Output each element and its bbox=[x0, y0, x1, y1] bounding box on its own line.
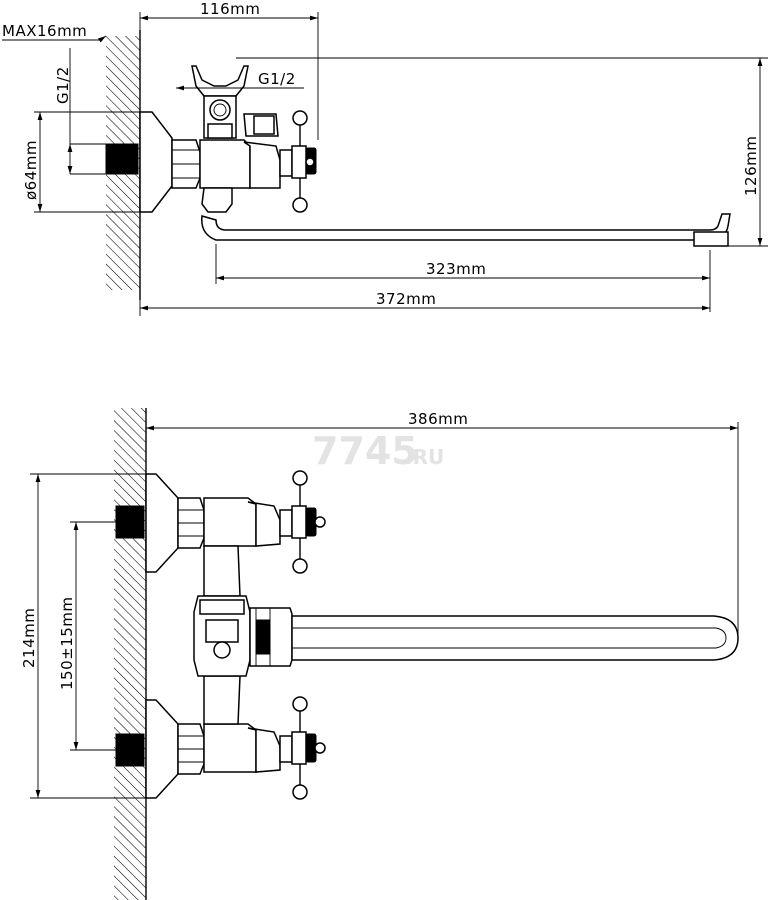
dim-max16-label: MAX16mm bbox=[2, 22, 87, 40]
flange-top bbox=[139, 111, 173, 213]
cross-handle-lower[interactable] bbox=[279, 696, 326, 800]
spout-top bbox=[201, 213, 731, 241]
mixer-body-top bbox=[199, 139, 251, 189]
dim-214-label: 214mm bbox=[20, 608, 38, 668]
cross-handle-top[interactable] bbox=[279, 110, 317, 213]
flange-upper bbox=[145, 473, 179, 573]
dim-g12-left-label: G1/2 bbox=[54, 66, 72, 104]
diverter-knob[interactable] bbox=[205, 619, 239, 643]
dim-126-label: 126mm bbox=[742, 136, 760, 196]
wall-inlet-lower bbox=[115, 733, 145, 767]
valve-bonnet-top bbox=[243, 141, 281, 189]
watermark-suffix: .RU bbox=[405, 445, 444, 469]
wall-inlet-top bbox=[105, 143, 139, 175]
dim-g12-right-label: G1/2 bbox=[258, 70, 296, 88]
valve-body-upper bbox=[203, 497, 257, 547]
dim-flange-label: ø64mm bbox=[22, 140, 40, 200]
dim-116-label: 116mm bbox=[200, 0, 260, 18]
connector-upper bbox=[203, 545, 241, 597]
shower-holder-top bbox=[191, 65, 249, 139]
dim-323-label: 323mm bbox=[426, 260, 486, 278]
flange-lower bbox=[145, 699, 179, 799]
wall-inlet-upper bbox=[115, 505, 145, 539]
cross-handle-upper[interactable] bbox=[279, 470, 326, 574]
dim-386-label: 386mm bbox=[408, 410, 468, 428]
dim-372-label: 372mm bbox=[376, 290, 436, 308]
watermark-main: 7745 bbox=[312, 429, 418, 473]
front-view: 386mm 214mm 150±15mm bbox=[20, 408, 739, 900]
spout-joint-top bbox=[201, 187, 233, 213]
aerator-top bbox=[693, 231, 729, 247]
valve-body-lower bbox=[203, 723, 257, 773]
top-view: 116mm MAX16mm G1/2 ø64mm G1/2 126mm 323m… bbox=[2, 0, 768, 316]
wall-hatch-front bbox=[114, 408, 146, 900]
spout-front bbox=[291, 615, 739, 661]
dim-150-label: 150±15mm bbox=[58, 596, 76, 690]
watermark: 7745 .RU bbox=[312, 429, 444, 473]
connector-lower bbox=[203, 675, 241, 725]
